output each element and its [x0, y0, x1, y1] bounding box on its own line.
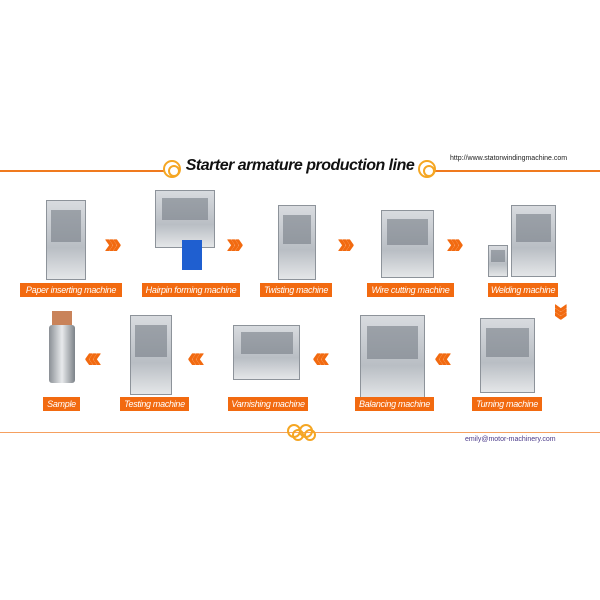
- blue-stool-image: [182, 240, 202, 270]
- ring-logo-icon: [163, 160, 181, 178]
- label-varnishing: Varnishing machine: [228, 397, 308, 411]
- label-welding: Welding machine: [488, 283, 558, 297]
- chevron-left-icon: ‹‹‹: [84, 341, 102, 374]
- chevron-right-icon: ›››: [446, 227, 464, 260]
- chevron-left-icon: ‹‹‹: [434, 341, 452, 374]
- varnishing-machine-image: [233, 325, 300, 380]
- paper-inserting-machine-image: [46, 200, 86, 280]
- label-testing: Testing machine: [120, 397, 189, 411]
- testing-machine-image: [130, 315, 172, 395]
- label-wire-cutting: Wire cutting machine: [367, 283, 454, 297]
- balancing-machine-image: [360, 315, 425, 400]
- welding-cabinet-image: [488, 245, 508, 277]
- hairpin-forming-machine-image: [155, 190, 215, 248]
- chevron-right-icon: ›››: [226, 227, 244, 260]
- ring-logo-icon: [418, 160, 436, 178]
- label-paper-inserting: Paper inserting machine: [20, 283, 122, 297]
- contact-email: emily@motor-machinery.com: [465, 436, 556, 443]
- page-title: Starter armature production line: [185, 157, 415, 174]
- ring-logo-icon: [299, 424, 316, 441]
- chevron-left-icon: ‹‹‹: [312, 341, 330, 374]
- header-line-right: [435, 170, 600, 172]
- label-twisting: Twisting machine: [260, 283, 332, 297]
- chevron-left-icon: ‹‹‹: [187, 341, 205, 374]
- welding-machine-image: [511, 205, 556, 277]
- label-balancing: Balancing machine: [355, 397, 434, 411]
- website-url: http://www.statorwindingmachine.com: [450, 155, 568, 162]
- header-line-left: [0, 170, 165, 172]
- chevron-down-icon: ›››: [546, 303, 579, 315]
- armature-sample-image: [49, 311, 75, 383]
- chevron-right-icon: ›››: [104, 227, 122, 260]
- chevron-right-icon: ›››: [337, 227, 355, 260]
- label-sample: Sample: [43, 397, 80, 411]
- label-hairpin-forming: Hairpin forming machine: [142, 283, 240, 297]
- wire-cutting-machine-image: [381, 210, 434, 278]
- twisting-machine-image: [278, 205, 316, 280]
- turning-machine-image: [480, 318, 535, 393]
- label-turning: Turning machine: [472, 397, 542, 411]
